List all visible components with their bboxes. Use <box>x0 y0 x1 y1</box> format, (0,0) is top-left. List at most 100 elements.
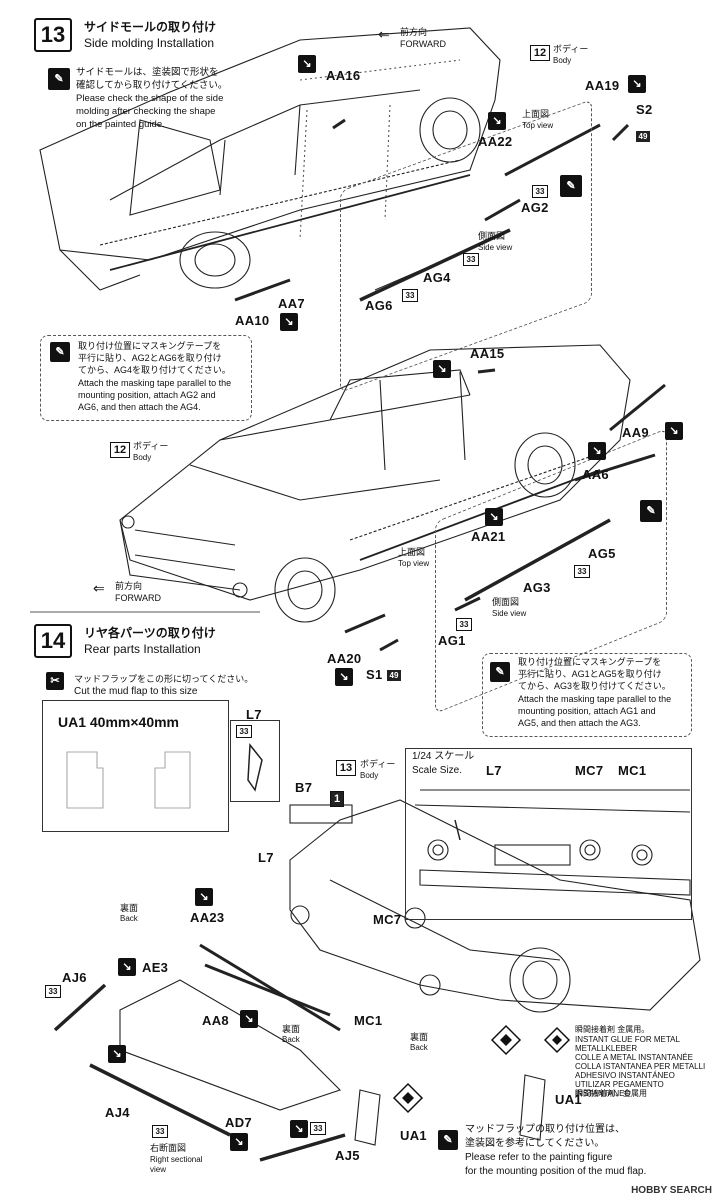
step-14-number: 14 <box>34 624 72 658</box>
l7-detail-box <box>230 720 280 802</box>
body-en-rear: Body <box>360 771 379 780</box>
code-49: 49 <box>636 131 650 142</box>
part-AA15: AA15 <box>470 346 505 361</box>
note1-line4: molding after checking the shape <box>76 106 216 117</box>
part-L7-detail: L7 <box>246 707 262 722</box>
b7-ref-1: 1 <box>330 791 344 807</box>
step-13-title-jp: サイドモールの取り付け <box>84 20 217 34</box>
glue-icon: ↘ <box>280 313 298 331</box>
back-jp-2: 裏面 <box>282 1024 301 1034</box>
note2-line3: てから、AG4を取り付けてください。 <box>78 365 231 375</box>
code-33: 33 <box>310 1122 326 1135</box>
part-AA22: AA22 <box>478 134 513 149</box>
body-jp-top: ボディー <box>553 44 589 54</box>
code-33: 33 <box>532 185 548 198</box>
code-33: 33 <box>45 985 61 998</box>
scale-part-MC7: MC7 <box>575 763 604 778</box>
body-jp-rear: ボディー <box>360 759 396 769</box>
side-view-en-2: Side view <box>492 609 527 618</box>
top-view-jp-2: 上面図 <box>398 547 426 557</box>
part-MC7: MC7 <box>373 912 402 927</box>
part-AG6: AG6 <box>365 298 393 313</box>
part-AA20: AA20 <box>327 651 362 666</box>
glue-icon: ↘ <box>628 75 646 93</box>
body-en-top: Body <box>553 56 572 65</box>
part-AG1: AG1 <box>438 633 466 648</box>
step-14-title-jp: リヤ各パーツの取り付け <box>84 626 216 640</box>
section-jp: 右断面図 <box>150 1143 187 1153</box>
code-33: 33 <box>152 1125 168 1138</box>
scale-en: Scale Size. <box>412 765 463 776</box>
top-view-en-2: Top view <box>398 559 430 568</box>
part-AA9: AA9 <box>622 425 649 440</box>
part-AA16: AA16 <box>326 68 361 83</box>
mount-note-3: Please refer to the painting figure <box>465 1152 613 1163</box>
section-en-2: view <box>150 1165 167 1174</box>
top-view-en-1: Top view <box>522 121 554 130</box>
arrow-icon: ⇐ <box>378 26 390 42</box>
part-B7: B7 <box>295 780 313 795</box>
note2-line2: 平行に貼り、AG2とAG6を取り付け <box>78 353 222 363</box>
part-AA8: AA8 <box>202 1013 229 1028</box>
side-view-jp-1: 側面図 <box>478 231 506 241</box>
scale-size-box <box>405 748 692 920</box>
part-AG5: AG5 <box>588 546 616 561</box>
glue-line8: 瞬間接着剤、金属用 <box>575 1089 647 1098</box>
scale-part-MC1: MC1 <box>618 763 647 778</box>
part-S1: S1 <box>366 667 383 682</box>
back-jp-3: 裏面 <box>410 1032 429 1042</box>
back-en-3: Back <box>410 1043 428 1052</box>
mount-note-1: マッドフラップの取り付け位置は、 <box>465 1124 625 1135</box>
glue-icon: ↘ <box>433 360 451 378</box>
glue-line1: 瞬間接着剤 金属用。 <box>575 1025 650 1034</box>
body-en-mid: Body <box>133 453 152 462</box>
brush-icon: ✎ <box>48 68 70 90</box>
note1-line3: Please check the shape of the side <box>76 93 224 104</box>
part-AA19: AA19 <box>585 78 620 93</box>
glue-icon: ↘ <box>195 888 213 906</box>
part-AJ6: AJ6 <box>62 970 87 985</box>
arrow-icon: ⇐ <box>93 580 105 596</box>
part-AD7: AD7 <box>225 1115 252 1130</box>
glue-line3: METALLKLEBER <box>575 1044 638 1053</box>
note3-line3: てから、AG3を取り付けてください。 <box>518 681 671 691</box>
note2-box <box>40 335 252 421</box>
glue-icon: ↘ <box>488 112 506 130</box>
note2-line1: 取り付け位置にマスキングテープを <box>78 341 222 351</box>
scale-jp: 1/24 スケール <box>412 751 475 762</box>
back-en-2: Back <box>282 1035 300 1044</box>
body-ref-13: 13 <box>336 760 356 776</box>
part-AA7: AA7 <box>278 296 305 311</box>
part-AE3: AE3 <box>142 960 169 975</box>
part-AJ5: AJ5 <box>335 1148 360 1163</box>
part-UA1-mid: UA1 <box>400 1128 427 1143</box>
part-AG3: AG3 <box>523 580 551 595</box>
code-33: 33 <box>463 253 479 266</box>
note2-line4: Attach the masking tape parallel to the <box>78 378 232 388</box>
section-en-1: Right sectional <box>150 1155 203 1164</box>
forward-jp-top: 前方向 <box>400 27 428 37</box>
body-ref-12-mid: 12 <box>110 442 130 458</box>
mud-flap-template-box <box>42 700 229 832</box>
note1-line2: 確認してから取り付けてください。 <box>76 80 228 91</box>
note3-line2: 平行に貼り、AG1とAG5を取り付け <box>518 669 662 679</box>
side-view-en-1: Side view <box>478 243 513 252</box>
glue-icon: ↘ <box>240 1010 258 1028</box>
part-S2: S2 <box>636 102 653 117</box>
glue-icon: ↘ <box>485 508 503 526</box>
cut-note-jp: マッドフラップをこの形に切ってください。 <box>74 674 254 684</box>
note3-line4: Attach the masking tape parallel to the <box>518 694 672 704</box>
glue-icon: ↘ <box>108 1045 126 1063</box>
step-13-number: 13 <box>34 18 72 52</box>
code-49: 49 <box>387 670 401 681</box>
step-13-title-en: Side molding Installation <box>84 36 215 50</box>
code-33: 33 <box>456 618 472 631</box>
side-view-jp-2: 側面図 <box>492 597 520 607</box>
mount-note-4: for the mounting position of the mud fla… <box>465 1166 647 1177</box>
part-L7: L7 <box>258 850 274 865</box>
glue-line7: UTILIZAR PEGAMENTO INSTANTANEO <box>575 1080 664 1098</box>
note3-box <box>482 653 692 737</box>
glue-line6: ADHESIVO INSTANTÁNEO <box>575 1071 675 1080</box>
back-en-1: Back <box>120 914 138 923</box>
